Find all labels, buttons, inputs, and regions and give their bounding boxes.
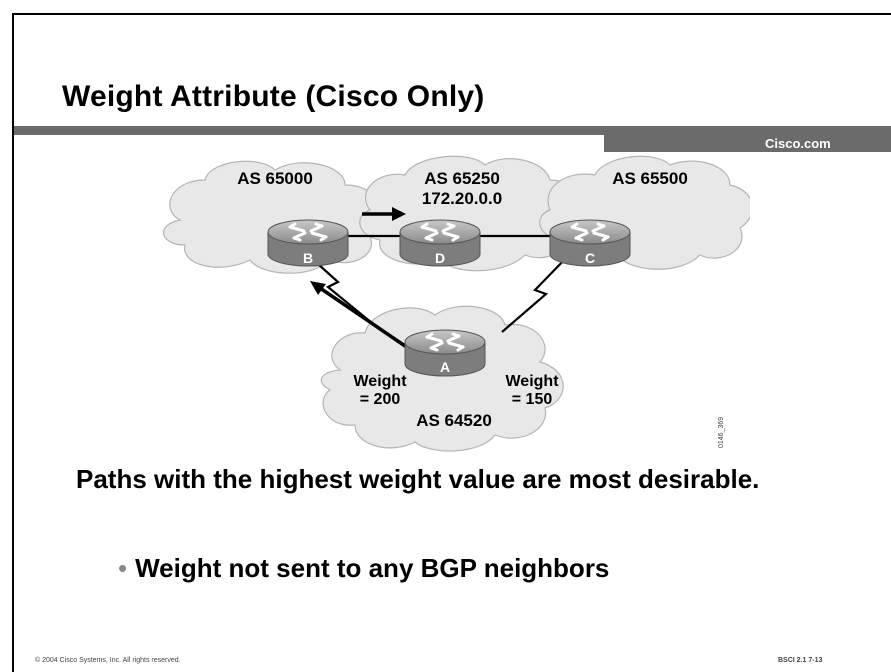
figure-id: 0146_369 xyxy=(718,417,725,448)
cloud-as-64520 xyxy=(320,305,564,452)
router-label-a: A xyxy=(440,359,450,375)
router-label-c: C xyxy=(585,250,595,266)
weight-left-line2: = 200 xyxy=(360,391,401,408)
arrow-a-to-b xyxy=(310,281,409,350)
router-label-b: B xyxy=(303,250,313,266)
weight-right-line2: = 150 xyxy=(512,391,553,408)
copyright: © 2004 Cisco Systems, Inc. All rights re… xyxy=(35,657,181,664)
weight-right-line1: Weight xyxy=(505,373,559,390)
slide-title: Weight Attribute (Cisco Only) xyxy=(62,80,485,113)
slide-frame xyxy=(12,13,891,672)
cloud-label-as-64520: AS 64520 xyxy=(416,411,492,430)
brand-label: Cisco.com xyxy=(765,136,831,151)
network-diagram: B D C A AS 65000 AS 65250 172.20.0.0 AS … xyxy=(162,155,750,452)
cloud-label-as-65250: AS 65250 xyxy=(424,169,500,188)
bullet-dot: • xyxy=(118,553,128,583)
bullet-text: Weight not sent to any BGP neighbors xyxy=(135,553,610,583)
router-label-d: D xyxy=(435,250,445,266)
title-bar xyxy=(14,126,891,152)
brand-tab xyxy=(604,126,891,152)
bullet-item: •Weight not sent to any BGP neighbors xyxy=(118,553,609,584)
weight-left-line1: Weight xyxy=(353,373,407,390)
arrow-b-to-d xyxy=(362,207,406,221)
cloud-label-as-65500: AS 65500 xyxy=(612,169,688,188)
page-code: BSCI 2.1 7-13 xyxy=(778,657,823,664)
cloud-sublabel-172-20-0-0: 172.20.0.0 xyxy=(422,189,502,208)
link-c-a xyxy=(501,255,569,333)
title-bar-line xyxy=(14,126,891,135)
body-text: Paths with the highest weight value are … xyxy=(76,464,760,494)
link-b-a xyxy=(307,254,379,329)
cloud-label-as-65000: AS 65000 xyxy=(237,169,313,188)
